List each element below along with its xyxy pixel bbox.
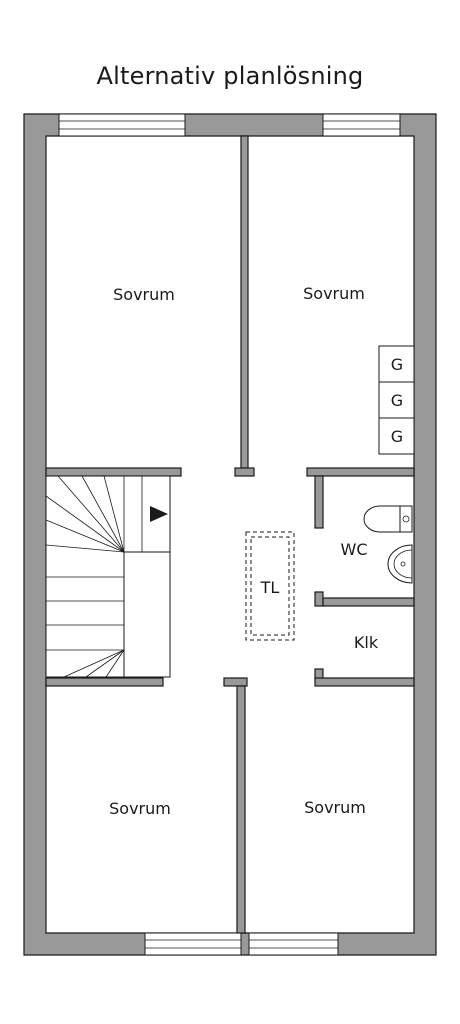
window-bottom-left <box>144 932 242 956</box>
window-top-right <box>322 113 401 137</box>
laundry-area <box>245 531 295 641</box>
room-label-laundry: TL <box>260 578 280 597</box>
room-label-closet: Klk <box>354 633 379 652</box>
window-bottom-right <box>248 932 339 956</box>
toilet-icon <box>363 505 413 533</box>
wardrobe-label: G <box>391 355 403 374</box>
wardrobe-label: G <box>391 427 403 446</box>
room-label-bedroom-bottom-left: Sovrum <box>109 799 171 818</box>
room-label-bedroom-top-left: Sovrum <box>113 285 175 304</box>
wardrobe-label: G <box>391 391 403 410</box>
plan-title: Alternativ planlösning <box>96 62 364 90</box>
room-label-bedroom-top-right: Sovrum <box>303 284 365 303</box>
window-top-left <box>58 113 186 137</box>
room-label-bedroom-bottom-right: Sovrum <box>304 798 366 817</box>
washbasin-icon <box>387 544 413 584</box>
wardrobes: G G G <box>378 345 415 455</box>
interior-walls <box>45 135 415 934</box>
stair-direction-arrow-icon <box>150 506 168 522</box>
room-label-wc: WC <box>341 540 368 559</box>
staircase <box>45 475 171 678</box>
